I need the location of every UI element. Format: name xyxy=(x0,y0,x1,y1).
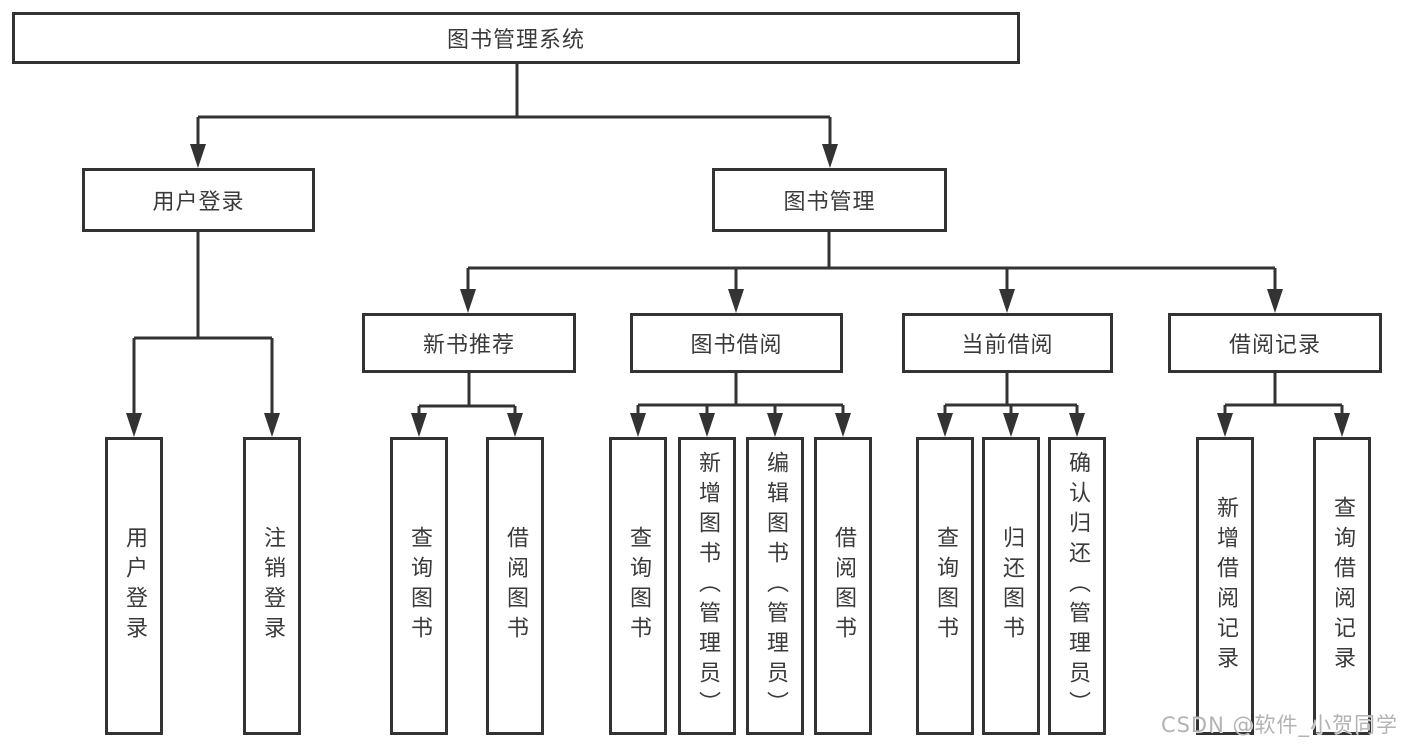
node-book-management: 图书管理 xyxy=(712,168,947,232)
leaf-user-login: 用户登录 xyxy=(105,437,163,735)
leaf-add-borrow-record: 新增借阅记录 xyxy=(1196,437,1254,735)
leaf-return-books: 归还图书 xyxy=(982,437,1040,735)
leaf-query-books-current: 查询图书 xyxy=(916,437,974,735)
leaf-query-borrow-record: 查询借阅记录 xyxy=(1313,437,1371,735)
node-current-borrow: 当前借阅 xyxy=(902,313,1113,373)
node-new-book-recommend: 新书推荐 xyxy=(362,313,576,373)
leaf-edit-books-admin: 编辑图书（管理员） xyxy=(746,437,804,735)
leaf-logout: 注销登录 xyxy=(243,437,301,735)
node-borrow-records: 借阅记录 xyxy=(1168,313,1382,373)
csdn-watermark: CSDN @软件_小贺同学 xyxy=(1160,713,1398,737)
leaf-add-books-admin: 新增图书（管理员） xyxy=(678,437,736,735)
leaf-query-books-recommend: 查询图书 xyxy=(390,437,448,735)
leaf-borrow-books: 借阅图书 xyxy=(814,437,872,735)
leaf-confirm-return-admin: 确认归还（管理员） xyxy=(1048,437,1106,735)
node-root-system: 图书管理系统 xyxy=(12,12,1020,64)
node-user-login: 用户登录 xyxy=(82,168,315,232)
node-book-borrow: 图书借阅 xyxy=(630,313,843,373)
leaf-query-books-borrow: 查询图书 xyxy=(609,437,667,735)
leaf-borrow-books-recommend: 借阅图书 xyxy=(486,437,544,735)
